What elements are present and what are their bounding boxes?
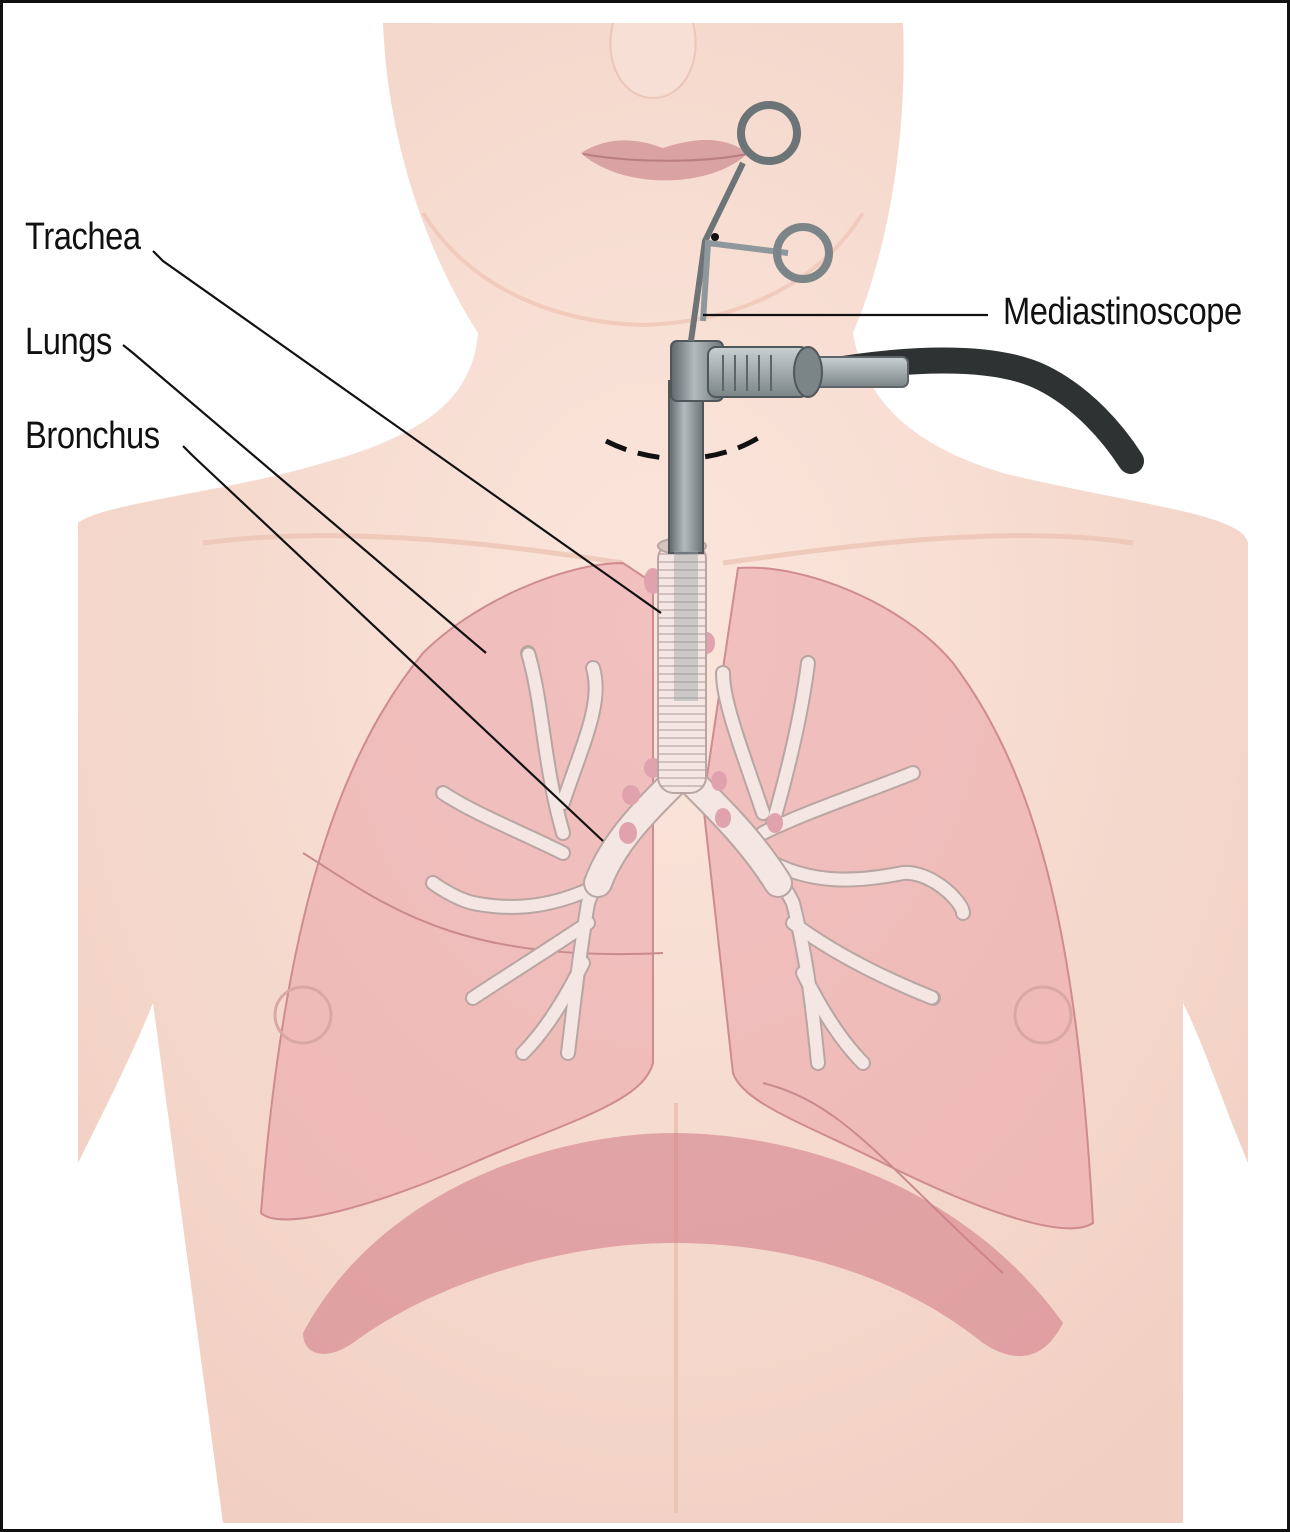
label-trachea: Trachea <box>25 216 141 259</box>
anatomy-illustration <box>3 3 1290 1532</box>
label-bronchus: Bronchus <box>25 415 160 458</box>
label-mediastinoscope: Mediastinoscope <box>1003 291 1242 334</box>
label-lungs: Lungs <box>25 321 112 364</box>
